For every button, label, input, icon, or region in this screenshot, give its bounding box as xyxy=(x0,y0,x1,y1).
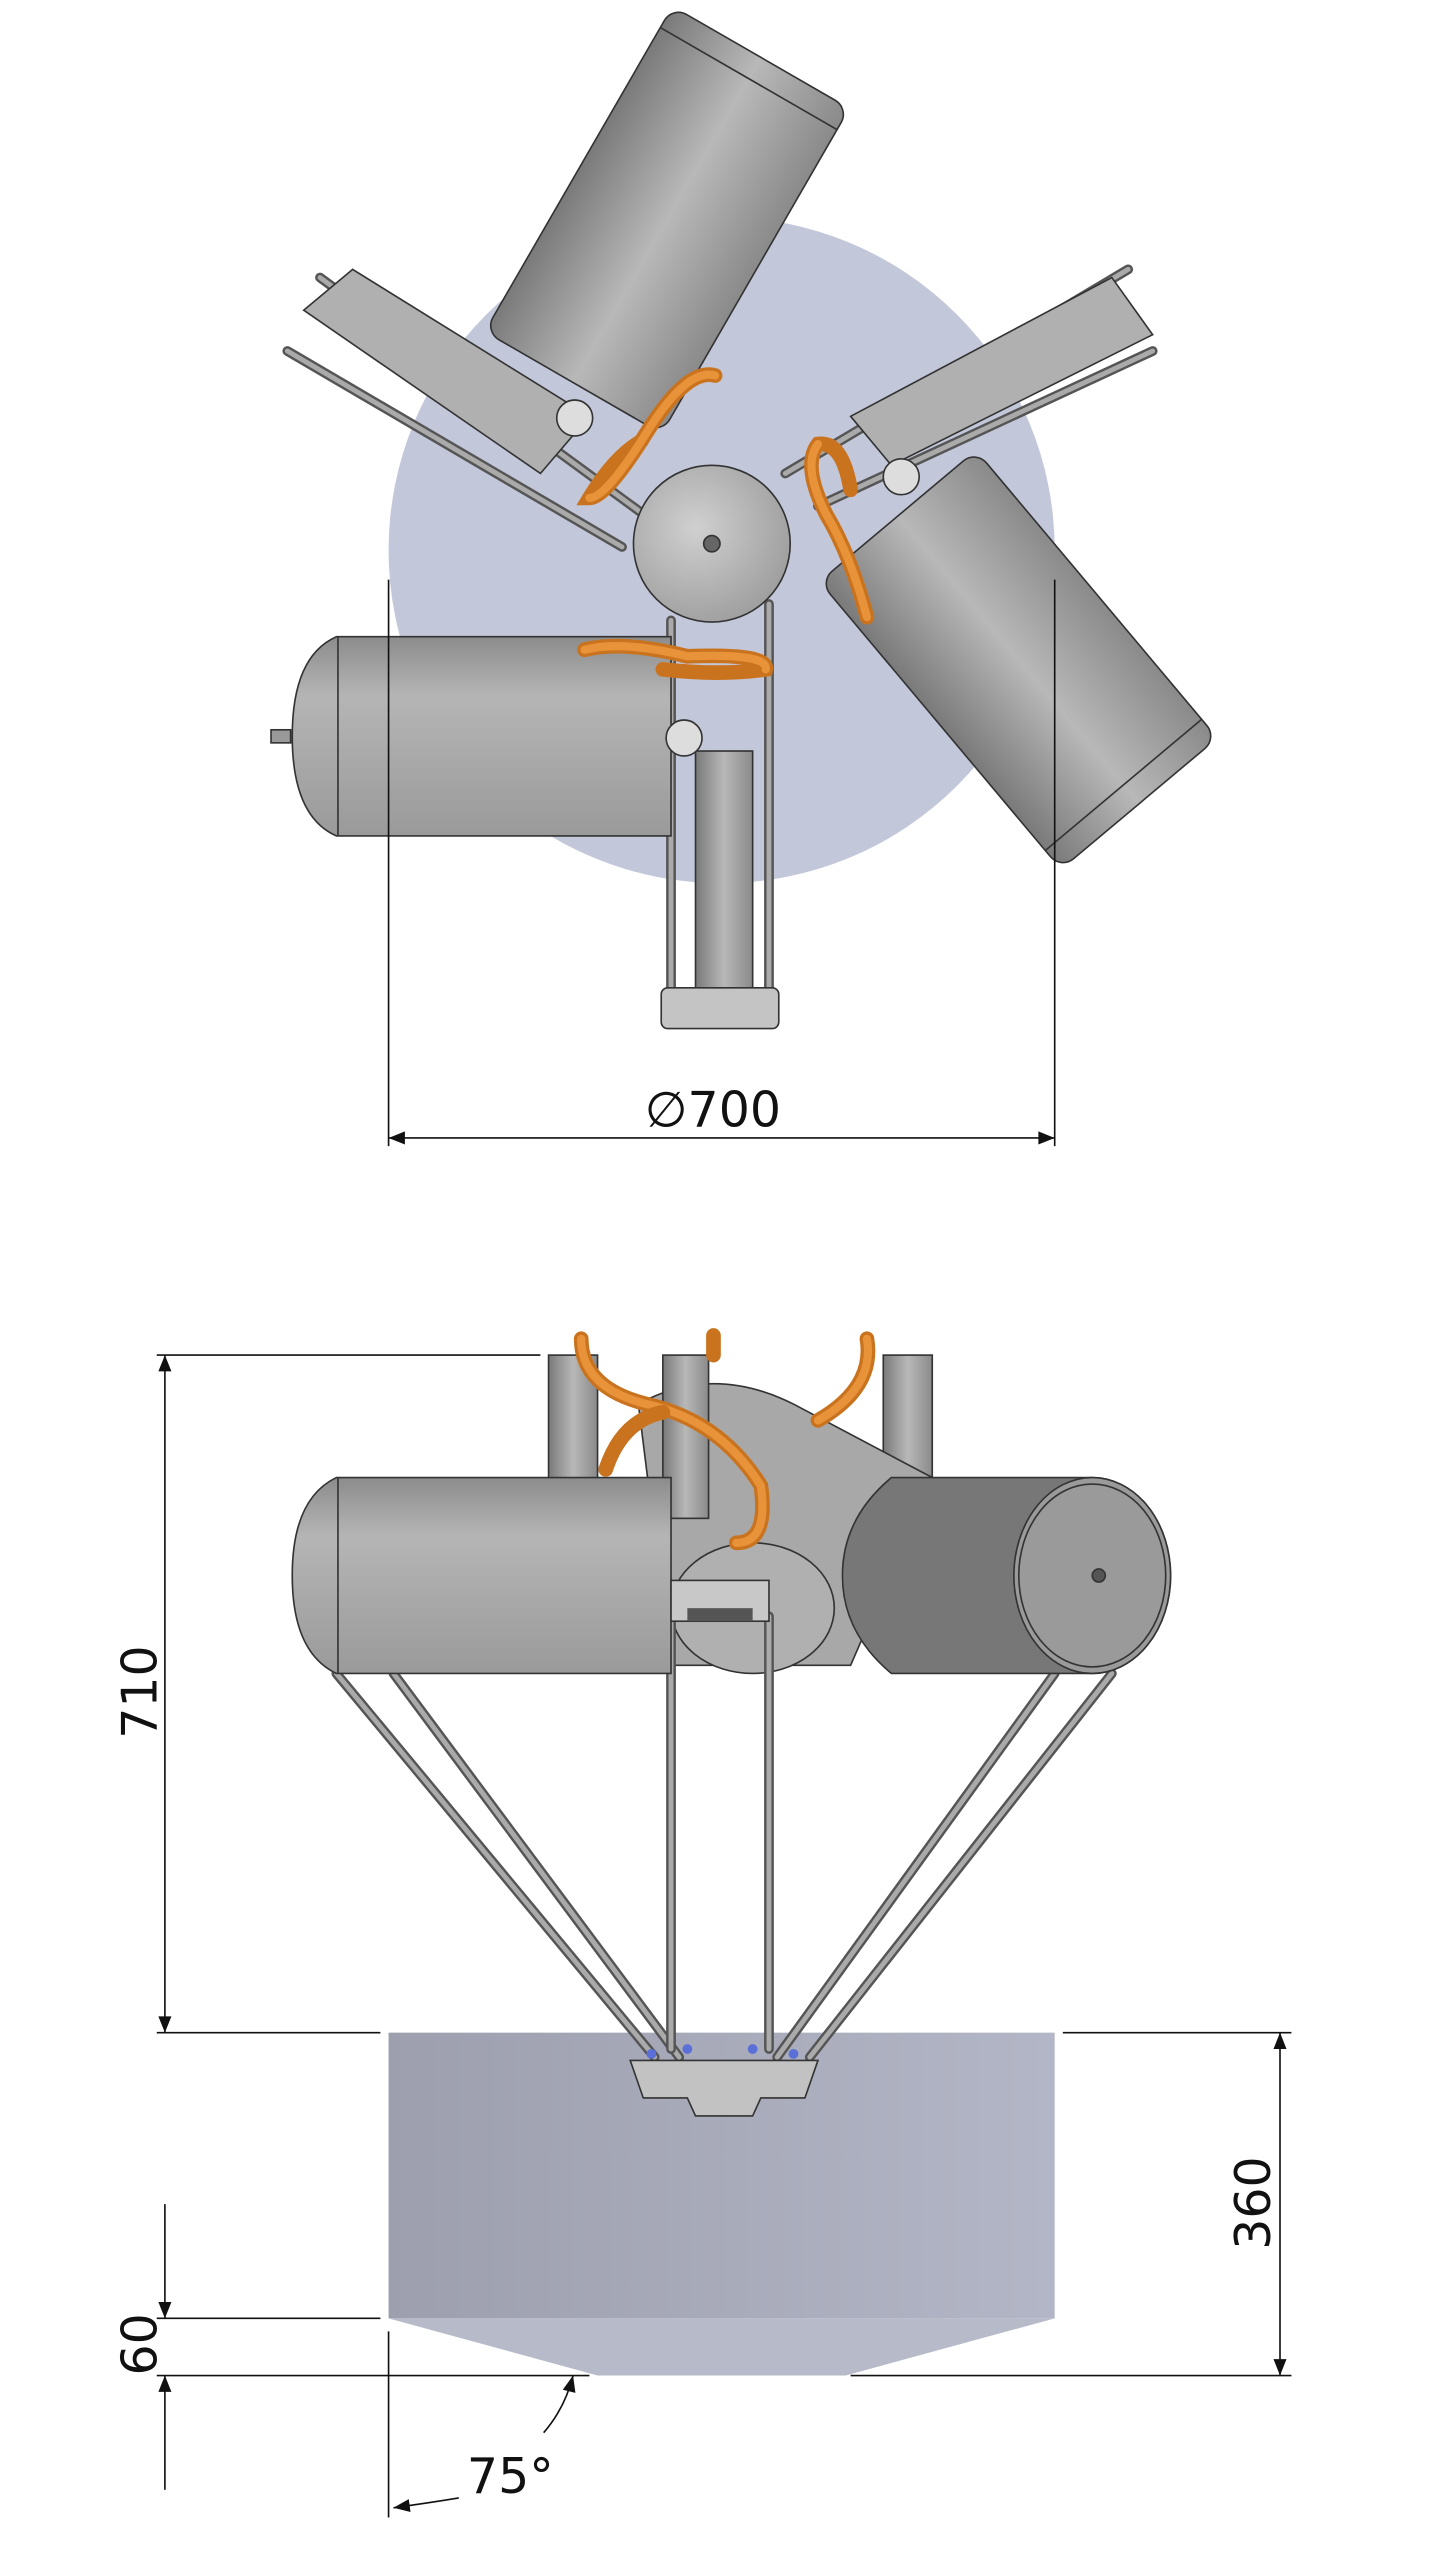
tank-right xyxy=(825,456,1212,864)
height-label: 710 xyxy=(112,1645,169,1738)
diameter-dimension: ∅700 xyxy=(387,579,1056,1147)
hoses-top xyxy=(576,367,875,680)
top-view: ∅700 xyxy=(270,11,1212,1147)
tank-right-side xyxy=(841,1476,1172,1675)
cone-height-dimension: 60 xyxy=(112,2204,590,2490)
workspace-height-dimension: 360 xyxy=(850,2031,1292,2377)
arm-upper-right xyxy=(780,264,1158,512)
workspace-cone xyxy=(388,2318,1055,2376)
tank-left xyxy=(270,635,672,837)
parallel-rods xyxy=(331,1611,1117,2063)
end-effector xyxy=(629,2044,820,2117)
tank-left-side xyxy=(291,1476,672,1675)
cone-height-label: 60 xyxy=(112,2313,169,2375)
tank-top xyxy=(489,11,845,429)
workspace-height-label: 360 xyxy=(1225,2156,1282,2249)
height-dimension: 710 xyxy=(112,1354,541,2034)
side-view: 710 360 60 75° xyxy=(112,1328,1292,2518)
hoses-side xyxy=(573,1328,876,1551)
cone-angle-dimension: 75° xyxy=(387,2331,576,2518)
diameter-label: ∅700 xyxy=(645,1082,781,1139)
cone-angle-label: 75° xyxy=(467,2448,554,2505)
central-hub xyxy=(555,399,920,757)
